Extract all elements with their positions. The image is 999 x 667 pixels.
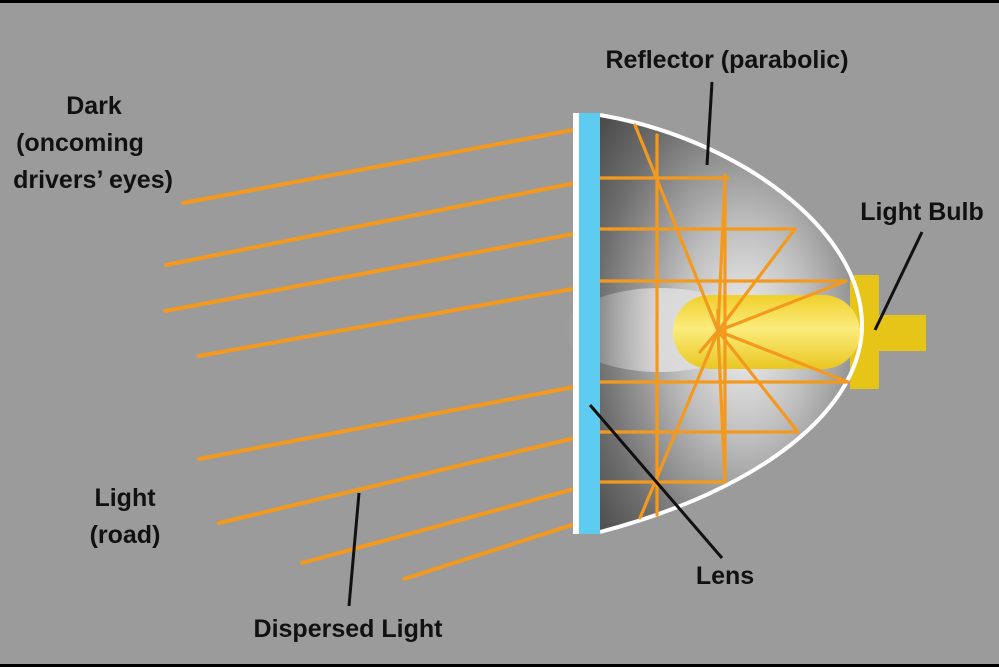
radial-ray	[633, 123, 720, 333]
radial-ray	[716, 279, 848, 333]
ray	[217, 430, 602, 525]
lens	[573, 113, 600, 534]
ray	[300, 480, 602, 565]
light-bulb-label: Light Bulb	[860, 198, 984, 226]
radial-ray	[716, 329, 800, 434]
ray	[164, 176, 602, 267]
ray	[197, 380, 602, 461]
ray	[197, 282, 602, 358]
lens-label: Lens	[696, 562, 754, 590]
radial-ray	[716, 329, 727, 484]
ray	[402, 514, 602, 581]
lens-leader	[588, 404, 724, 559]
radial-ray	[698, 329, 720, 354]
light-label-line2: (road)	[90, 521, 161, 549]
ray	[163, 227, 602, 313]
light-bulb-leader	[873, 231, 924, 331]
dark-label-line2: (oncoming	[16, 129, 144, 157]
light-road-label: Light (road)	[90, 484, 161, 549]
radial-ray	[638, 329, 720, 520]
light-rays	[163, 123, 602, 581]
reflector-leader	[705, 81, 714, 166]
ray	[181, 123, 602, 205]
reflected-rays	[598, 123, 850, 520]
dispersed-light-label: Dispersed Light	[254, 615, 444, 643]
radial-ray	[716, 227, 797, 333]
dark-label: Dark (oncoming drivers’ eyes)	[13, 92, 173, 194]
dark-label-line1: Dark	[66, 92, 122, 120]
light-bulb	[673, 295, 860, 369]
radial-ray	[716, 329, 850, 384]
dark-label-line3: drivers’ eyes)	[13, 166, 173, 194]
dispersed-light-leader	[347, 492, 361, 607]
leader-lines	[347, 81, 924, 607]
reflector-outline	[599, 113, 865, 534]
light-label-line1: Light	[94, 484, 156, 512]
radial-ray	[716, 176, 727, 333]
reflector-label: Reflector (parabolic)	[605, 46, 848, 74]
